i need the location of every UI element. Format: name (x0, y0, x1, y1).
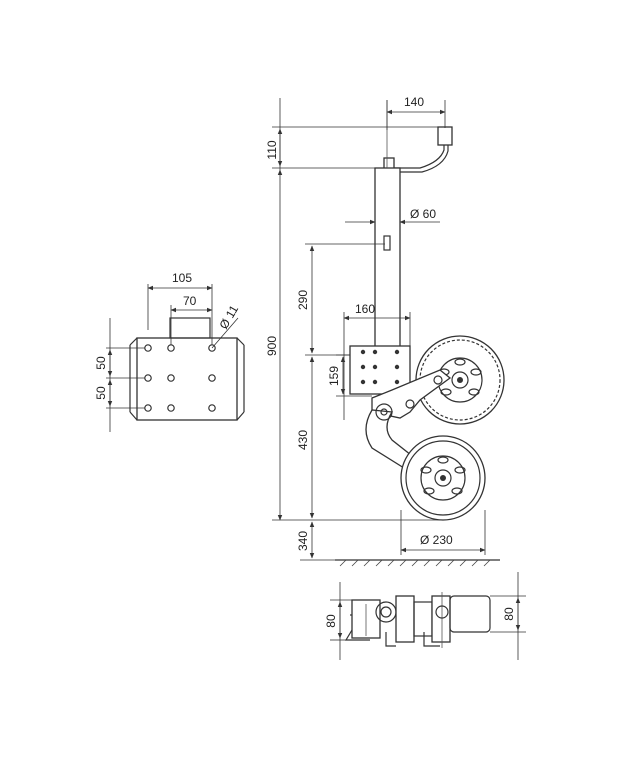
dim-140: 140 (404, 95, 424, 109)
dim-105: 105 (172, 271, 192, 285)
jack-tube (374, 167, 401, 351)
mounting-plate (136, 337, 238, 421)
dim-160: 160 (355, 302, 375, 316)
dim-70: 70 (183, 294, 197, 308)
dim-diameter-11: Ø 11 (216, 302, 241, 331)
dim-900: 900 (265, 336, 279, 356)
dim-80-left: 80 (324, 614, 338, 628)
dim-50-upper: 50 (94, 356, 108, 370)
dim-diameter-60: Ø 60 (410, 207, 436, 221)
dim-159: 159 (327, 366, 341, 386)
dim-80-right: 80 (502, 607, 516, 621)
dim-50-lower: 50 (94, 386, 108, 400)
ground-hatch (339, 559, 491, 567)
plate-top-tab (169, 317, 211, 339)
mounting-plate-view: 105 70 Ø 11 50 50 (94, 271, 245, 432)
raised-wheel (415, 335, 505, 425)
dim-110: 110 (265, 140, 279, 159)
dim-290: 290 (296, 290, 310, 310)
crank-handle (383, 126, 453, 173)
jockey-wheel-top-view: 80 80 (324, 572, 526, 660)
jockey-wheel-side-view: 140 110 Ø 60 900 290 160 159 430 (265, 95, 505, 567)
dim-430: 430 (296, 430, 310, 450)
dim-340: 340 (296, 531, 310, 551)
dim-diameter-230: Ø 230 (420, 533, 453, 547)
ground-wheel (400, 435, 486, 521)
